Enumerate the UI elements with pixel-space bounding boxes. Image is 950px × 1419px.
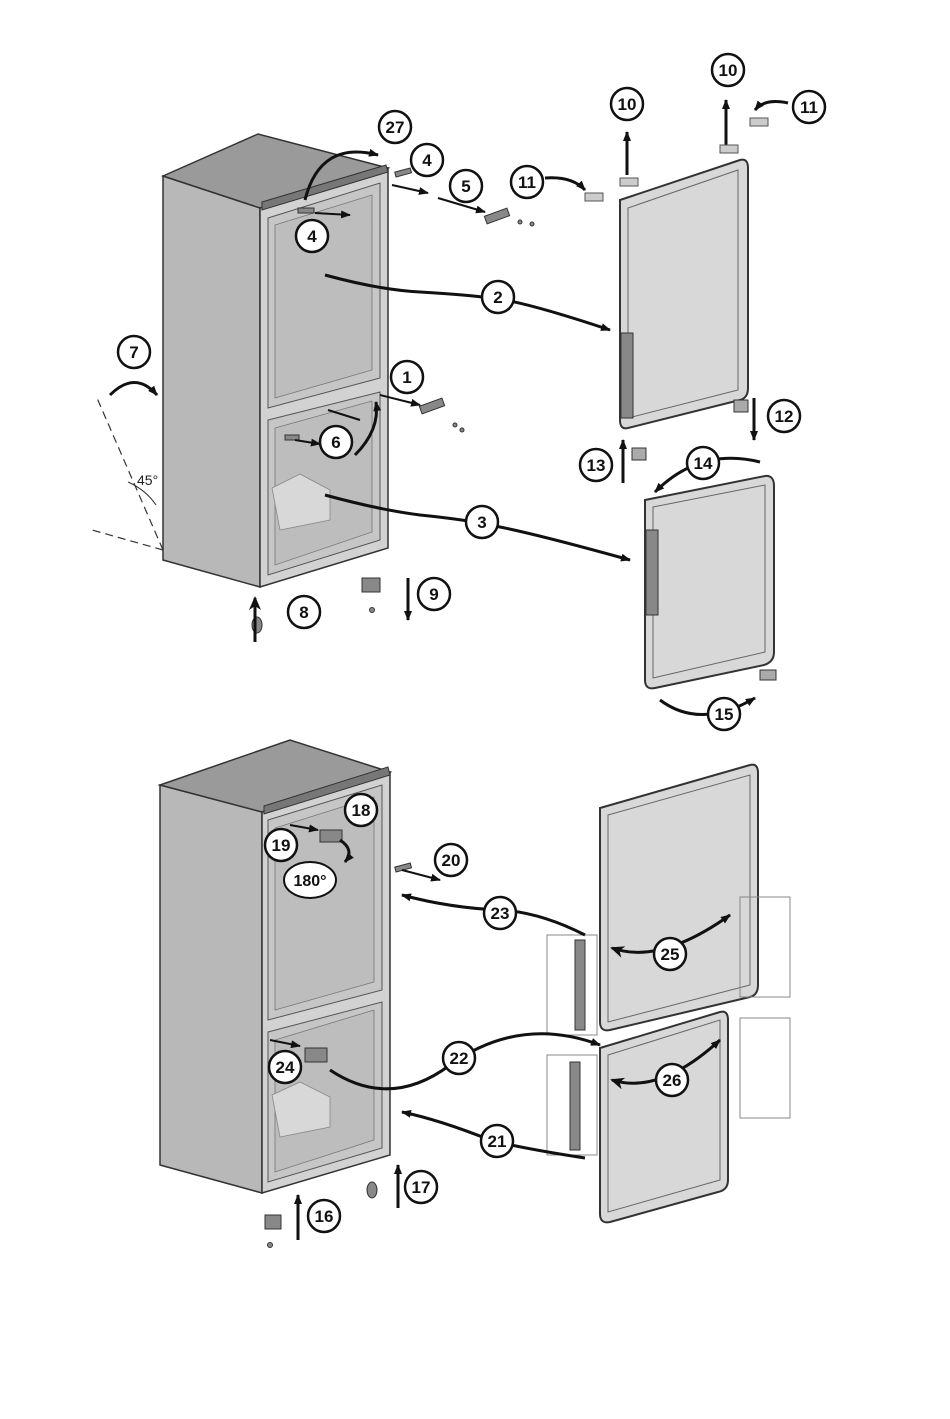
rotation-label: 180°	[293, 873, 326, 890]
callout-5-label: 5	[461, 177, 470, 196]
callout-15-label: 15	[715, 705, 734, 724]
callout-9: 9	[418, 578, 450, 610]
callout-18-label: 18	[352, 801, 371, 820]
callout-5: 5	[450, 170, 482, 202]
callout-10a-label: 10	[618, 95, 637, 114]
callout-6-label: 6	[331, 433, 340, 452]
callout-7-label: 7	[129, 343, 138, 362]
callout-24: 24	[269, 1051, 301, 1083]
callout-13-label: 13	[587, 456, 606, 475]
lower-door-removed	[645, 476, 776, 688]
callout-23: 23	[484, 897, 516, 929]
callout-17-label: 17	[412, 1178, 431, 1197]
callout-15: 15	[708, 698, 740, 730]
callout-19-label: 19	[272, 836, 291, 855]
callout-20-label: 20	[442, 851, 461, 870]
callout-1: 1	[391, 361, 423, 393]
callout-3: 3	[466, 506, 498, 538]
callout-4b: 4	[296, 220, 328, 252]
callout-6: 6	[320, 426, 352, 458]
upper-door-removed	[585, 118, 768, 460]
callout-14-label: 14	[694, 454, 713, 473]
callout-1-label: 1	[402, 368, 411, 387]
callout-8: 8	[288, 596, 320, 628]
lower-door-handle	[646, 530, 658, 615]
callout-22: 22	[443, 1042, 475, 1074]
callout-25: 25	[654, 938, 686, 970]
callout-16: 16	[308, 1200, 340, 1232]
callout-11a: 11	[511, 166, 543, 198]
callout-16-label: 16	[315, 1207, 334, 1226]
callout-4a: 4	[411, 144, 443, 176]
callout-24-label: 24	[276, 1058, 295, 1077]
lower-door-remounted	[600, 1012, 728, 1223]
callout-2: 2	[482, 281, 514, 313]
callout-2-label: 2	[493, 288, 502, 307]
callout-12: 12	[768, 400, 800, 432]
callout-26: 26	[656, 1064, 688, 1096]
callout-20: 20	[435, 844, 467, 876]
callout-8-label: 8	[299, 603, 308, 622]
tilt-45-indicator: 45°	[92, 383, 163, 551]
callout-25-label: 25	[661, 945, 680, 964]
callout-14: 14	[687, 447, 719, 479]
callout-10b: 10	[712, 54, 744, 86]
callout-4b-label: 4	[307, 227, 317, 246]
callout-27: 27	[379, 111, 411, 143]
callout-10b-label: 10	[719, 61, 738, 80]
callout-11b-label: 11	[800, 98, 818, 117]
callout-27-label: 27	[386, 118, 405, 137]
callout-9-label: 9	[429, 585, 438, 604]
callout-22-label: 22	[450, 1049, 469, 1068]
upper-door-remounted	[600, 765, 758, 1031]
fridge-top-scene	[163, 134, 388, 587]
fridge-side-face	[163, 176, 260, 587]
callout-7: 7	[118, 336, 150, 368]
callout-17: 17	[405, 1171, 437, 1203]
upper-door-handle	[621, 333, 633, 418]
fridge2-side-face	[160, 785, 262, 1193]
callout-4a-label: 4	[422, 151, 432, 170]
callout-26-label: 26	[663, 1071, 682, 1090]
callout-11a-label: 11	[518, 173, 536, 192]
angle-label: 45°	[137, 472, 158, 488]
callout-21-label: 21	[488, 1132, 507, 1151]
rotation-180-badge: 180°	[284, 862, 336, 898]
callout-13: 13	[580, 449, 612, 481]
callout-18: 18	[345, 794, 377, 826]
callout-23-label: 23	[491, 904, 510, 923]
callout-19: 19	[265, 829, 297, 861]
callout-10a: 10	[611, 88, 643, 120]
callout-12-label: 12	[775, 407, 794, 426]
callout-21: 21	[481, 1125, 513, 1157]
callout-11b: 11	[793, 91, 825, 123]
callout-3-label: 3	[477, 513, 486, 532]
